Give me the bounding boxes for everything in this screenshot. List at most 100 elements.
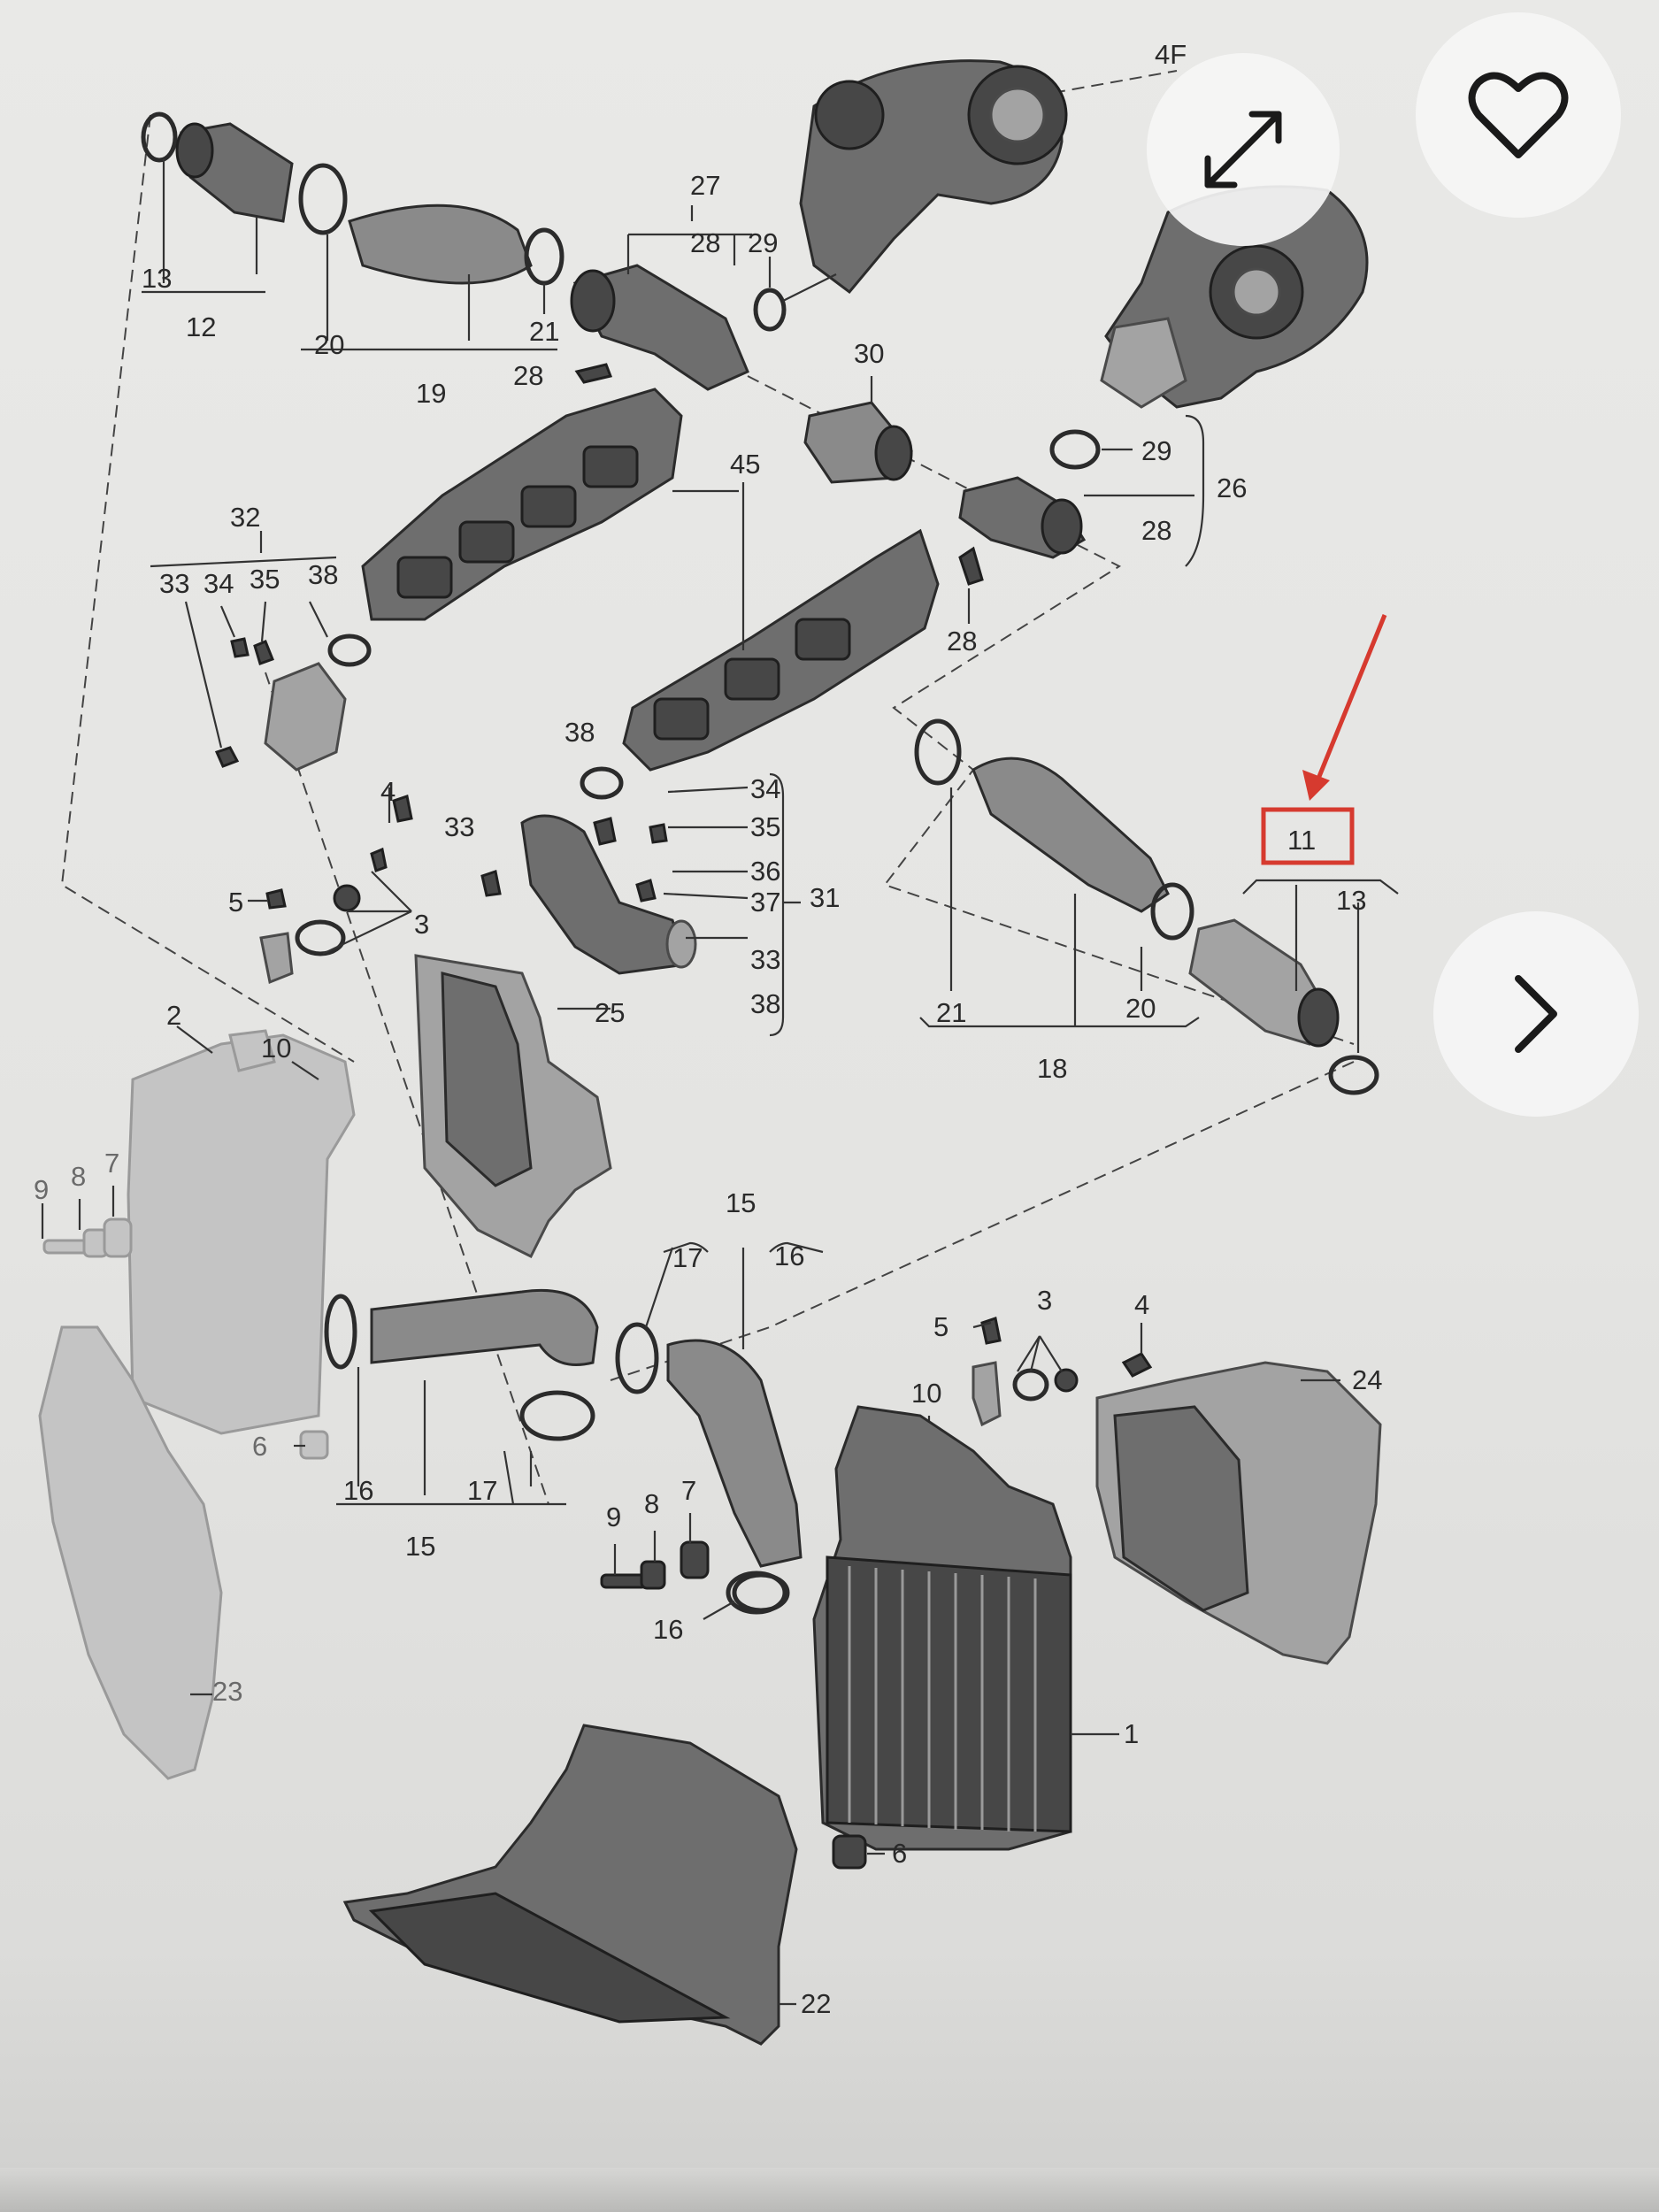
label-4: 4 (1134, 1289, 1149, 1320)
label-15: 15 (726, 1187, 756, 1218)
label-23: 23 (212, 1676, 242, 1707)
label-24: 24 (1352, 1364, 1382, 1395)
label-28: 28 (1141, 515, 1171, 546)
label-29: 29 (1141, 435, 1171, 466)
label-33: 33 (159, 568, 189, 599)
chevron-right-icon (1515, 975, 1557, 1053)
intercooler-right-1 (812, 1405, 1119, 1870)
label-29: 29 (748, 227, 778, 258)
label-7: 7 (104, 1148, 119, 1179)
label-32: 32 (230, 502, 260, 533)
label-5: 5 (933, 1311, 949, 1342)
label-10: 10 (261, 1033, 291, 1064)
hose-clamp-21 (524, 227, 565, 314)
label-10: 10 (911, 1378, 941, 1409)
label-38: 38 (565, 717, 595, 748)
label-1: 1 (1124, 1718, 1139, 1749)
pipe-11 (1188, 879, 1399, 1095)
label-17: 17 (467, 1475, 497, 1506)
bolts-right-7-8-9 (600, 1513, 710, 1590)
label-21: 21 (529, 316, 559, 347)
intake-manifold-lower (622, 482, 940, 772)
bolt-28-upper (574, 363, 613, 384)
label-20: 20 (1125, 993, 1156, 1024)
label-18: 18 (1037, 1053, 1067, 1084)
label-21: 21 (936, 997, 966, 1028)
intake-hose-19 (301, 204, 557, 351)
label-16: 16 (774, 1240, 804, 1271)
label-4F: 4F (1155, 39, 1187, 70)
label-34: 34 (204, 568, 234, 599)
label-28: 28 (947, 626, 977, 657)
clamp-16-right (703, 1572, 790, 1620)
label-35: 35 (250, 564, 280, 595)
label-37: 37 (750, 887, 780, 918)
hose-18 (919, 757, 1200, 1028)
label-15: 15 (405, 1531, 435, 1562)
label-9: 9 (34, 1174, 49, 1205)
label-30: 30 (854, 338, 884, 369)
intake-elbow-12 (141, 111, 294, 294)
label-26: 26 (1217, 472, 1247, 503)
label-17: 17 (672, 1242, 703, 1273)
charge-pipe-27 (570, 205, 752, 391)
label-6: 6 (252, 1431, 267, 1462)
pipe-26 (958, 414, 1205, 567)
highlight-arrow (1261, 614, 1387, 865)
label-6: 6 (892, 1838, 907, 1869)
label-3: 3 (414, 909, 429, 940)
intake-manifold-upper (361, 388, 739, 621)
label-8: 8 (71, 1161, 86, 1192)
screen-bottom-edge (0, 2168, 1659, 2212)
mount-bracket-left (248, 787, 413, 985)
label-38: 38 (750, 988, 780, 1019)
label-9: 9 (606, 1502, 621, 1532)
air-duct-25 (414, 954, 612, 1259)
label-2: 2 (166, 1000, 181, 1031)
turbocharger-upper (753, 59, 1068, 332)
heart-outline-icon (1468, 72, 1569, 158)
expand-arrows-icon (1204, 111, 1282, 188)
favorite-button[interactable] (1416, 12, 1621, 218)
label-36: 36 (750, 856, 780, 887)
label-13: 13 (142, 263, 172, 294)
next-image-button[interactable] (1433, 911, 1639, 1117)
label-28: 28 (690, 227, 720, 258)
hose-clamp-21-right (914, 718, 962, 991)
label-11: 11 (1287, 825, 1316, 856)
label-33: 33 (750, 944, 780, 975)
charge-hose-15-left (324, 1288, 599, 1506)
label-19: 19 (416, 378, 446, 409)
label-3: 3 (1037, 1285, 1052, 1316)
label-45: 45 (730, 449, 760, 480)
bolt-28-right (958, 546, 984, 624)
bolts-left-7-8-9 (41, 1186, 133, 1258)
bolts-33-34-35 (184, 601, 328, 768)
hose-clamp-20 (298, 163, 348, 341)
label-12: 12 (186, 311, 216, 342)
elbow-32 (150, 531, 372, 772)
label-33: 33 (444, 811, 474, 842)
dashed-group-lines (60, 70, 1355, 1505)
elbow-31 (480, 766, 801, 1037)
o-ring-29-right (1049, 429, 1133, 470)
expand-button[interactable] (1147, 53, 1340, 246)
grommet-6-left (294, 1430, 329, 1460)
charge-hose-15-right (615, 1241, 824, 1615)
label-5: 5 (228, 887, 243, 918)
label-28: 28 (513, 360, 543, 391)
label-8: 8 (644, 1488, 659, 1519)
callout-labels: 4F 27 28 29 13 12 20 19 21 28 30 29 26 2… (34, 39, 1382, 2019)
air-guide-22 (342, 1724, 798, 2046)
label-16: 16 (653, 1614, 683, 1645)
label-13: 13 (1336, 885, 1366, 916)
label-27: 27 (690, 170, 720, 201)
label-20: 20 (314, 329, 344, 360)
label-4: 4 (380, 776, 396, 807)
label-16: 16 (343, 1475, 373, 1506)
label-22: 22 (801, 1988, 831, 2019)
air-duct-24 (1095, 1361, 1382, 1665)
intercooler-left-2 (127, 1025, 356, 1435)
